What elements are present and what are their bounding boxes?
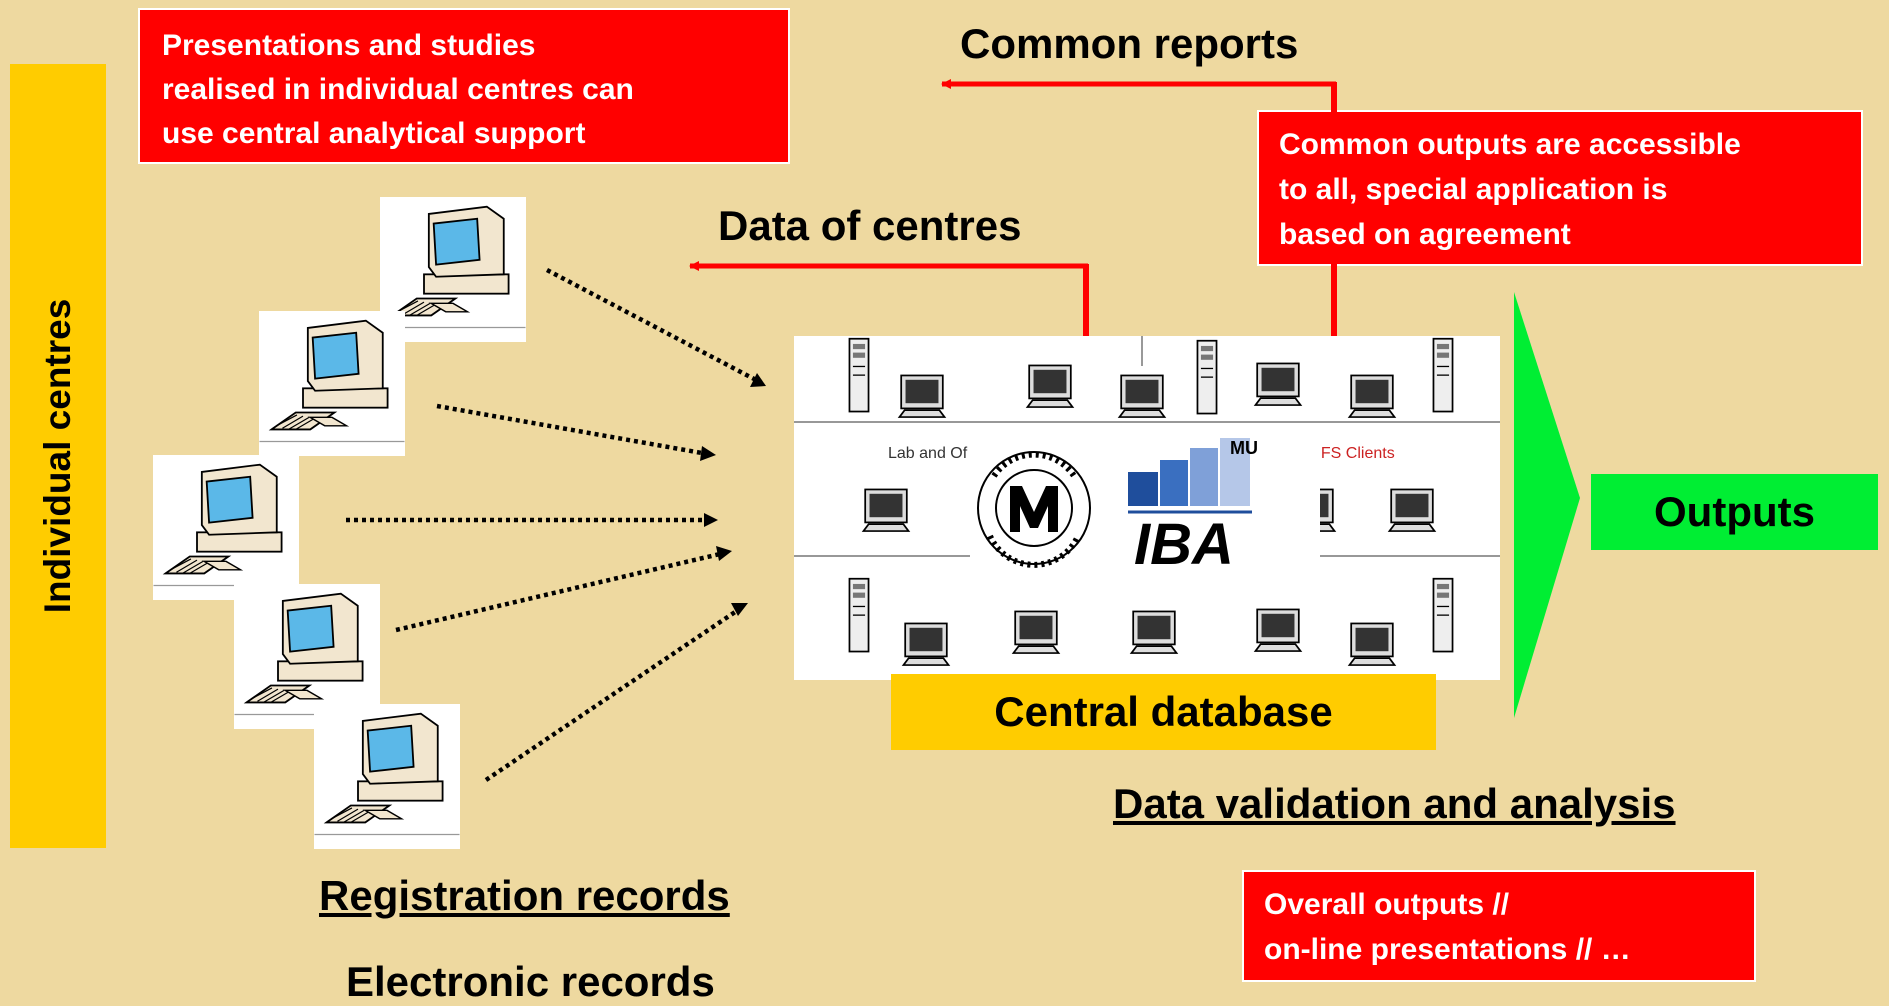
workstation-5 [314,704,460,849]
central-database-network: Lab and Of ts, NFS Clients MU [794,336,1500,680]
common-outputs-line-2: to all, special application is [1279,173,1668,206]
central-database-box: Central database [891,674,1436,750]
workstation-2 [259,311,405,456]
electronic-records-label: Electronic records [346,958,715,1005]
common-reports-label: Common reports [960,20,1299,67]
mu-text: MU [1230,438,1258,458]
workstation-3 [153,455,299,600]
server-tower-icon [1433,339,1452,412]
network-diagram: Lab and Of ts, NFS Clients MU [794,336,1500,680]
individual-centres-bar: Individual centres [10,64,106,848]
dotted-arrowhead-1 [750,373,766,387]
dotted-arrow-1 [545,268,758,382]
university-seal-logo [977,451,1091,568]
lab-text: Lab and Of [888,445,968,462]
monitor-icon [1119,375,1164,417]
central-support-note: Presentations and studies realised in in… [138,8,790,164]
overall-outputs-line-2: on-line presentations // … [1264,933,1631,966]
iba-text: IBA [1134,512,1234,577]
monitor-icon [899,375,944,417]
monitor-icon [1349,375,1394,417]
server-tower-icon [1197,341,1216,414]
overall-outputs-line-1: Overall outputs // [1264,888,1510,921]
dotted-arrow-2 [436,403,703,456]
dotted-arrow-5 [484,608,740,782]
outputs-label: Outputs [1654,488,1815,535]
monitor-icon [1349,623,1394,665]
dotted-arrowhead-4 [716,546,732,561]
common-outputs-line-1: Common outputs are accessible [1279,128,1741,161]
registration-records-label: Registration records [319,872,730,919]
data-validation-label: Data validation and analysis [1113,780,1676,827]
dotted-arrowhead-3 [704,513,718,527]
central-support-line-2: realised in individual centres can [162,73,634,106]
monitor-icon [1131,611,1176,653]
server-tower-icon [1433,579,1452,652]
outputs-box: Outputs [1591,474,1878,550]
monitor-icon [1013,611,1058,653]
computer-icon [153,455,299,600]
central-support-line-1: Presentations and studies [162,29,536,62]
central-database-label: Central database [994,688,1333,735]
server-tower-icon [849,579,868,652]
dotted-arrowhead-5 [731,603,748,616]
dotted-arrowhead-2 [700,446,716,461]
dotted-arrow-4 [395,551,721,633]
monitor-icon [1255,609,1300,651]
common-outputs-line-3: based on agreement [1279,218,1571,251]
monitor-icon [863,489,908,531]
outputs-triangle [1514,292,1580,718]
monitor-icon [1027,365,1072,407]
overall-outputs-note: Overall outputs // on-line presentations… [1242,870,1756,982]
monitor-icon [1255,363,1300,405]
iba-logo: MU IBA [1128,438,1258,577]
common-outputs-note: Common outputs are accessible to all, sp… [1257,110,1863,266]
data-of-centres-label: Data of centres [718,202,1022,249]
monitor-icon [1389,489,1434,531]
server-tower-icon [849,339,868,412]
central-support-line-3: use central analytical support [162,117,586,150]
computer-icon [259,311,405,456]
computer-icon [314,704,460,849]
monitor-icon [903,623,948,665]
